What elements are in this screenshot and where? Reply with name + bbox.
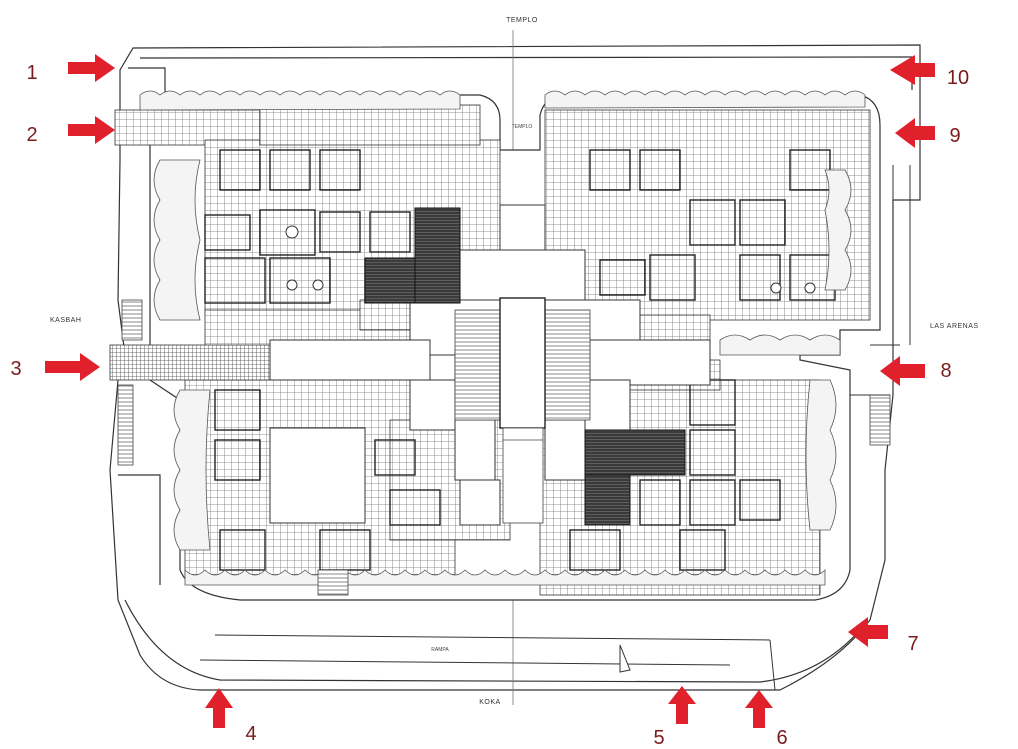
label-kasbah: KASBAH xyxy=(50,317,81,324)
arrow-8 xyxy=(880,356,925,386)
central-stairs xyxy=(454,297,591,524)
arrow-4 xyxy=(205,688,233,728)
entrance-number-2: 2 xyxy=(26,124,37,146)
entrance-number-5: 5 xyxy=(653,727,664,749)
arrow-3 xyxy=(45,353,100,381)
label-las-arenas: LAS ARENAS xyxy=(930,323,979,330)
entrance-arrows xyxy=(45,54,935,728)
arrow-6 xyxy=(745,690,773,728)
entrance-number-4: 4 xyxy=(245,723,256,745)
label-koka: KOKA xyxy=(479,699,500,706)
entrance-numbers: 1 2 3 4 5 6 7 8 9 10 xyxy=(10,62,969,749)
entrance-number-1: 1 xyxy=(26,62,37,84)
entrance-number-6: 6 xyxy=(776,727,787,749)
arrow-10 xyxy=(890,55,935,85)
vegetation xyxy=(139,90,866,586)
entrance-number-10: 10 xyxy=(947,67,969,89)
label-templo-inner: TEMPLO xyxy=(512,124,533,130)
arrow-1 xyxy=(68,54,115,82)
label-templo-top: TEMPLO xyxy=(506,17,538,24)
entrance-number-3: 3 xyxy=(10,358,21,380)
arrow-7 xyxy=(848,617,888,647)
hatched-blocks xyxy=(364,207,686,526)
entrance-number-9: 9 xyxy=(949,125,960,147)
label-rampa: RAMPA xyxy=(431,647,449,653)
arrow-5 xyxy=(668,686,696,724)
bottom-ramp xyxy=(199,634,776,691)
arrow-9 xyxy=(895,118,935,148)
side-stairs xyxy=(117,299,891,596)
entrance-number-7: 7 xyxy=(907,633,918,655)
tree-markers xyxy=(285,225,816,294)
arrow-2 xyxy=(68,116,115,144)
plaza-cells xyxy=(204,149,836,571)
right-road xyxy=(849,165,911,570)
entrance-number-8: 8 xyxy=(940,360,951,382)
